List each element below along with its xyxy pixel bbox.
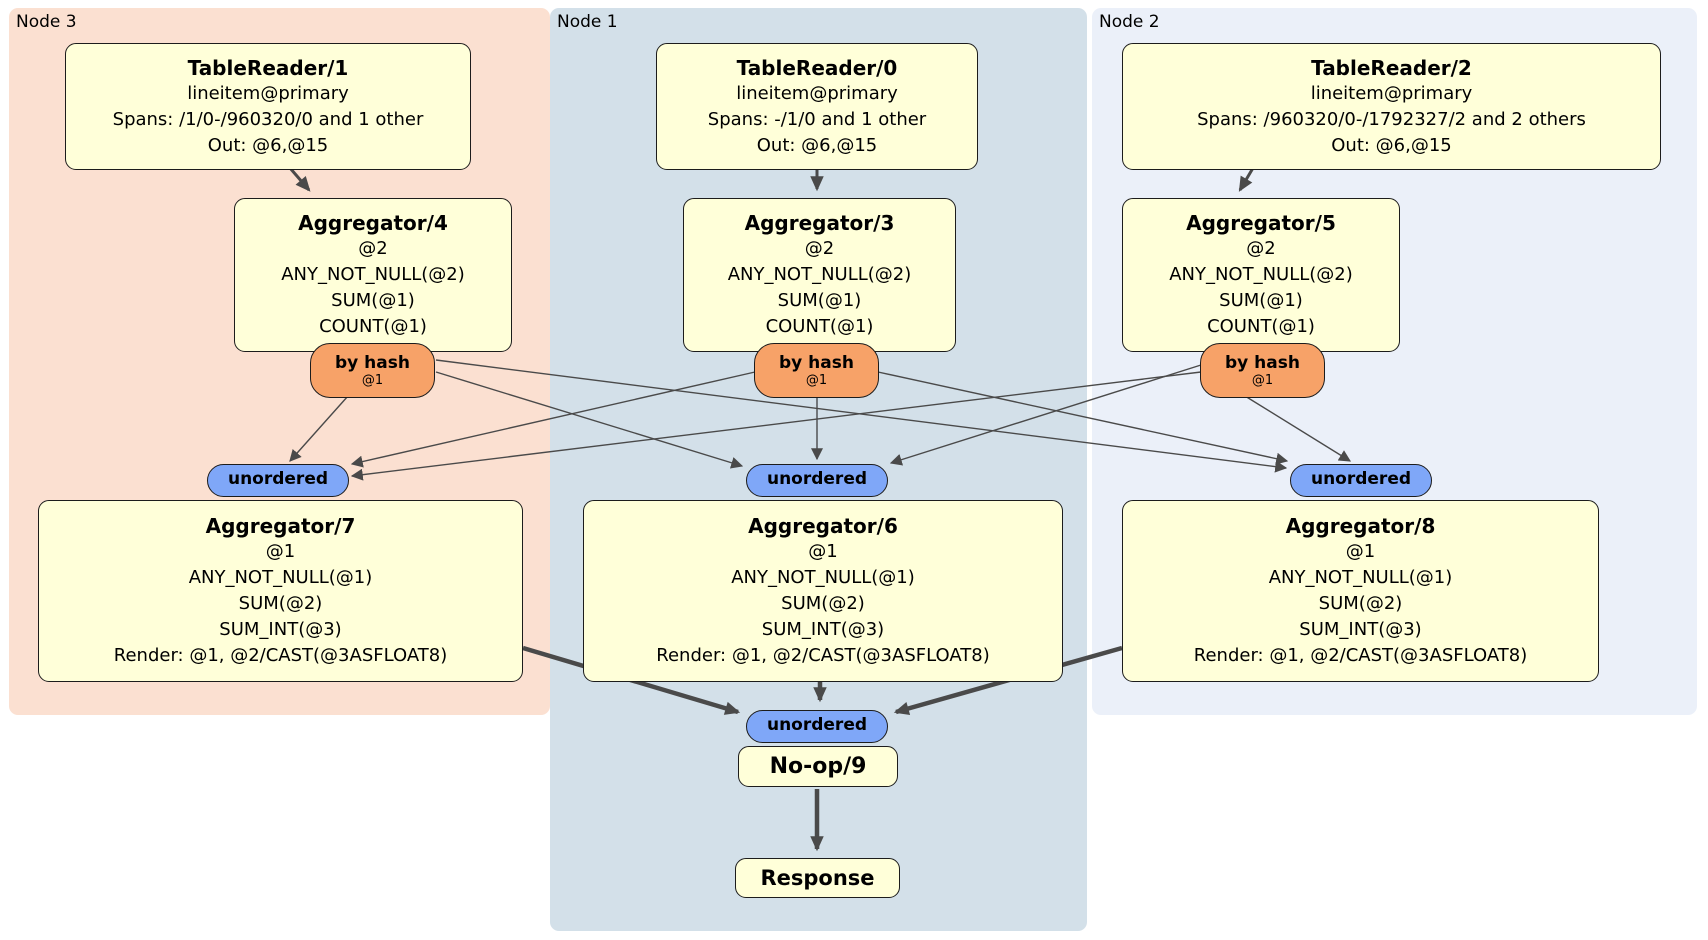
aggregator-5-box: Aggregator/5 @2 ANY_NOT_NULL(@2) SUM(@1)… [1122, 198, 1400, 352]
aggregator-4-fn3: COUNT(@1) [319, 316, 427, 337]
node3-hash-router-label: by hash [335, 353, 410, 373]
aggregator-5-fn2: SUM(@1) [1219, 290, 1303, 311]
node3-label: Node 3 [16, 12, 77, 32]
tablereader-0-title: TableReader/0 [736, 55, 898, 80]
tablereader-1-spans: Spans: /1/0-/960320/0 and 1 other [112, 108, 424, 130]
aggregator-8-fn2: SUM(@2) [1318, 593, 1403, 614]
aggregator-3-title: Aggregator/3 [744, 211, 895, 235]
tablereader-0-index: lineitem@primary [736, 82, 898, 104]
aggregator-3-fn3: COUNT(@1) [765, 316, 874, 337]
aggregator-3-fn2: SUM(@1) [777, 290, 862, 311]
node1-hash-router-label: by hash [779, 353, 854, 373]
aggregator-8-fn3: SUM_INT(@3) [1299, 619, 1422, 640]
tablereader-0-spans: Spans: -/1/0 and 1 other [707, 108, 927, 130]
node1-hash-router: by hash @1 [754, 343, 879, 398]
aggregator-7-render: Render: @1, @2/CAST(@3ASFLOAT8) [113, 645, 448, 666]
tablereader-2-index: lineitem@primary [1310, 82, 1473, 104]
aggregator-8-box: Aggregator/8 @1 ANY_NOT_NULL(@1) SUM(@2)… [1122, 500, 1599, 682]
aggregator-7-fn1: ANY_NOT_NULL(@1) [188, 567, 373, 588]
node1-unordered-sync: unordered [746, 464, 888, 497]
tablereader-2-out: Out: @6,@15 [1331, 134, 1452, 156]
node2-hash-router-label: by hash [1225, 353, 1300, 373]
tablereader-0-out: Out: @6,@15 [756, 134, 878, 156]
final-unordered-sync: unordered [746, 710, 888, 743]
node2-label: Node 2 [1099, 12, 1160, 32]
node1-hash-router-detail: @1 [805, 373, 828, 388]
aggregator-4-fn1: ANY_NOT_NULL(@2) [281, 264, 465, 285]
aggregator-8-group: @1 [1345, 541, 1376, 562]
aggregator-8-render: Render: @1, @2/CAST(@3ASFLOAT8) [1193, 645, 1528, 666]
response-title: Response [760, 866, 875, 890]
aggregator-5-fn3: COUNT(@1) [1207, 316, 1315, 337]
node1-label: Node 1 [557, 12, 618, 32]
noop-9-box: No-op/9 [738, 746, 898, 787]
response-box: Response [735, 858, 900, 898]
aggregator-8-title: Aggregator/8 [1285, 514, 1436, 538]
aggregator-6-title: Aggregator/6 [748, 514, 898, 538]
aggregator-7-title: Aggregator/7 [205, 514, 356, 538]
tablereader-1-box: TableReader/1 lineitem@primary Spans: /1… [65, 43, 471, 170]
aggregator-3-fn1: ANY_NOT_NULL(@2) [727, 264, 912, 285]
aggregator-6-fn2: SUM(@2) [781, 593, 865, 614]
node3-unordered-sync: unordered [207, 464, 349, 497]
tablereader-1-index: lineitem@primary [187, 82, 349, 104]
aggregator-6-box: Aggregator/6 @1 ANY_NOT_NULL(@1) SUM(@2)… [583, 500, 1063, 682]
aggregator-7-box: Aggregator/7 @1 ANY_NOT_NULL(@1) SUM(@2)… [38, 500, 523, 682]
tablereader-2-box: TableReader/2 lineitem@primary Spans: /9… [1122, 43, 1661, 170]
aggregator-7-group: @1 [265, 541, 296, 562]
tablereader-2-spans: Spans: /960320/0-/1792327/2 and 2 others [1197, 108, 1586, 130]
aggregator-6-fn1: ANY_NOT_NULL(@1) [731, 567, 915, 588]
aggregator-7-fn2: SUM(@2) [238, 593, 323, 614]
aggregator-5-group: @2 [1246, 238, 1276, 259]
aggregator-4-group: @2 [358, 238, 388, 259]
aggregator-4-title: Aggregator/4 [298, 211, 448, 235]
tablereader-2-title: TableReader/2 [1311, 55, 1472, 80]
node2-unordered-sync: unordered [1290, 464, 1432, 497]
node3-hash-router: by hash @1 [310, 343, 435, 398]
aggregator-6-fn3: SUM_INT(@3) [761, 619, 885, 640]
aggregator-5-fn1: ANY_NOT_NULL(@2) [1169, 264, 1353, 285]
aggregator-6-render: Render: @1, @2/CAST(@3ASFLOAT8) [656, 645, 990, 666]
aggregator-7-fn3: SUM_INT(@3) [219, 619, 342, 640]
aggregator-4-fn2: SUM(@1) [331, 290, 415, 311]
tablereader-0-box: TableReader/0 lineitem@primary Spans: -/… [656, 43, 978, 170]
aggregator-4-box: Aggregator/4 @2 ANY_NOT_NULL(@2) SUM(@1)… [234, 198, 512, 352]
aggregator-3-box: Aggregator/3 @2 ANY_NOT_NULL(@2) SUM(@1)… [683, 198, 956, 352]
aggregator-3-group: @2 [804, 238, 835, 259]
tablereader-1-out: Out: @6,@15 [207, 134, 329, 156]
node3-hash-router-detail: @1 [361, 373, 384, 388]
node2-hash-router: by hash @1 [1200, 343, 1325, 398]
aggregator-6-group: @1 [808, 541, 838, 562]
node2-hash-router-detail: @1 [1251, 373, 1274, 388]
aggregator-5-title: Aggregator/5 [1186, 211, 1336, 235]
tablereader-1-title: TableReader/1 [187, 55, 349, 80]
noop-9-title: No-op/9 [769, 753, 867, 779]
aggregator-8-fn1: ANY_NOT_NULL(@1) [1268, 567, 1453, 588]
